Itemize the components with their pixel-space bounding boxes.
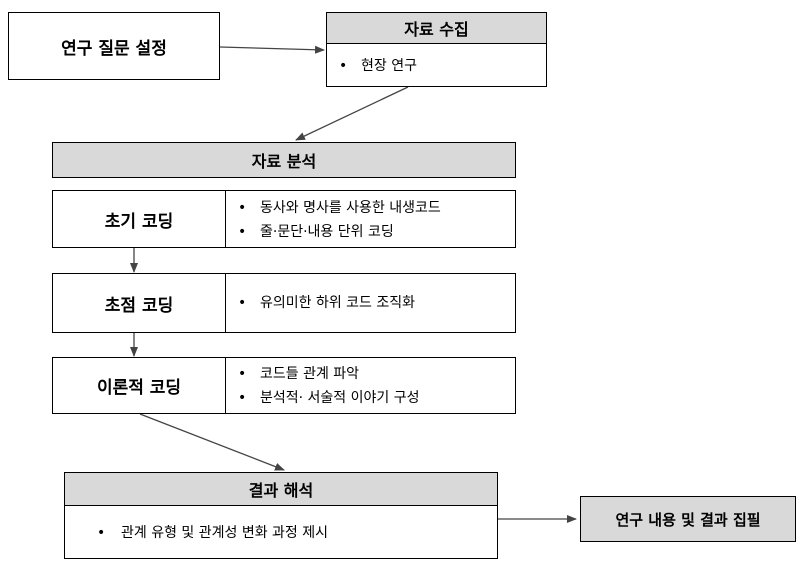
data-collection-title: 자료 수집	[404, 20, 469, 39]
data-collection-header: 자료 수집	[326, 12, 547, 44]
bullet-icon: •	[339, 58, 348, 74]
research-question-box: 연구 질문 설정	[8, 12, 220, 80]
initial-coding-box: 초기 코딩	[52, 190, 226, 248]
bullet-icon: •	[97, 525, 106, 541]
interpretation-list: • 관계 유형 및 관계성 변화 과정 제시	[64, 505, 498, 559]
bullet-icon: •	[238, 295, 247, 311]
interpretation-title: 결과 해석	[248, 481, 314, 500]
list-item: • 줄·문단·내용 단위 코딩	[226, 220, 515, 244]
arrow-theoretical-to-interpretation	[139, 413, 285, 471]
theoretical-coding-list: • 코드들 관계 파악 • 분석적· 서술적 이야기 구성	[225, 357, 516, 414]
bullet-icon: •	[238, 366, 247, 382]
theoretical-coding-label: 이론적 코딩	[96, 378, 182, 398]
arrow-question-to-collection	[219, 45, 325, 54]
writing-label: 연구 내용 및 결과 집필	[615, 510, 761, 529]
focused-coding-list: • 유의미한 하위 코드 조직화	[225, 273, 516, 333]
initial-coding-label: 초기 코딩	[104, 211, 174, 232]
focused-coding-label: 초점 코딩	[104, 295, 174, 316]
list-item: • 현장 연구	[327, 54, 546, 78]
research-question-label: 연구 질문 설정	[61, 38, 167, 59]
list-item: • 관계 유형 및 관계성 변화 과정 제시	[65, 521, 497, 545]
bullet-icon: •	[238, 200, 247, 216]
writing-box: 연구 내용 및 결과 집필	[580, 496, 796, 542]
list-item: • 동사와 명사를 사용한 내생코드	[226, 196, 515, 220]
initial-coding-list: • 동사와 명사를 사용한 내생코드 • 줄·문단·내용 단위 코딩	[225, 190, 516, 248]
interpretation-header: 결과 해석	[64, 472, 498, 506]
focused-coding-box: 초점 코딩	[52, 273, 226, 333]
list-item: • 코드들 관계 파악	[226, 362, 515, 386]
list-item: • 분석적· 서술적 이야기 구성	[226, 386, 515, 410]
data-analysis-title: 자료 분석	[251, 152, 317, 171]
data-analysis-header: 자료 분석	[52, 142, 516, 178]
list-item: • 유의미한 하위 코드 조직화	[226, 291, 515, 315]
arrow-collection-to-analysis	[295, 86, 409, 141]
data-collection-list: • 현장 연구	[326, 43, 547, 87]
bullet-icon: •	[238, 224, 247, 240]
bullet-icon: •	[238, 390, 247, 406]
theoretical-coding-box: 이론적 코딩	[52, 357, 226, 414]
